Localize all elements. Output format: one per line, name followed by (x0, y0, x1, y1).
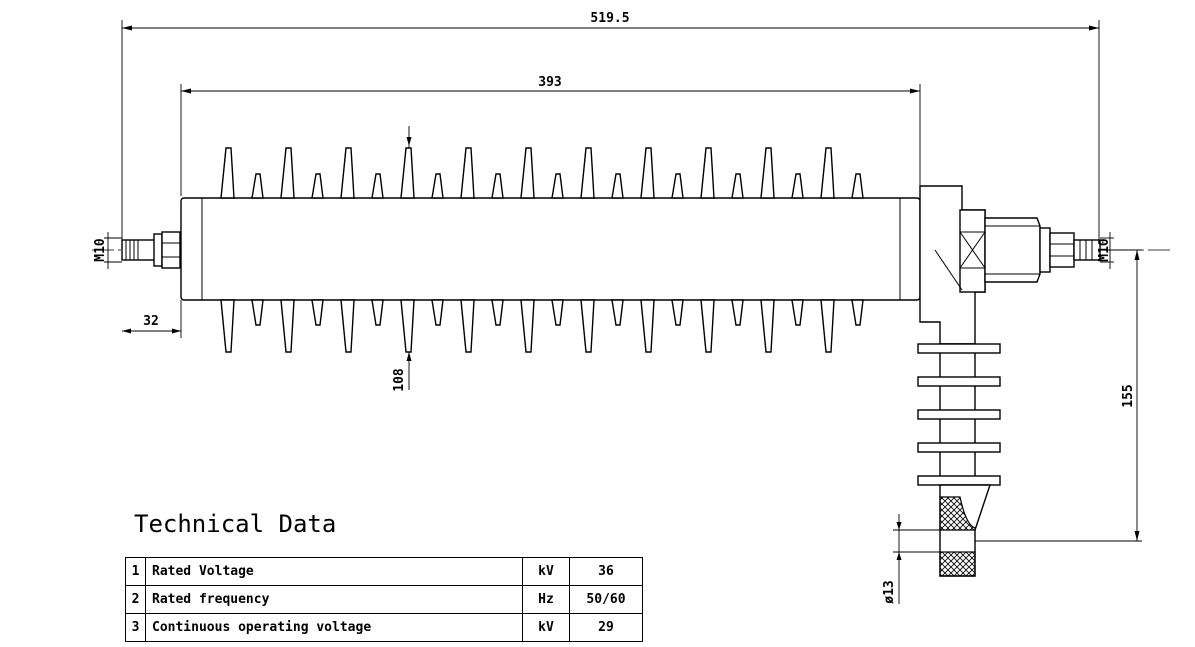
parameter-name: Continuous operating voltage (145, 613, 523, 642)
right-thread-dimension: M10 (1097, 232, 1114, 269)
overall-length-label: 519.5 (590, 11, 629, 26)
parameter-unit: kV (522, 613, 570, 642)
table-row: 3 Continuous operating voltage kV 29 (125, 613, 643, 642)
bracket-arm (917, 343, 1001, 577)
parameter-name: Rated frequency (145, 585, 523, 614)
hole-diameter-label: ø13 (882, 580, 897, 603)
technical-data-title: Technical Data (134, 510, 337, 538)
row-number: 2 (125, 585, 146, 614)
insulator-length-dimension: 393 (180, 75, 921, 196)
overall-length-dimension: 519.5 (121, 11, 1100, 250)
parameter-unit: Hz (522, 585, 570, 614)
technical-data-table: 1 Rated Voltage kV 36 2 Rated frequency … (125, 557, 643, 642)
large-sheds (220, 147, 835, 353)
parameter-value: 50/60 (569, 585, 643, 614)
row-number: 1 (125, 557, 146, 586)
parameter-value: 29 (569, 613, 643, 642)
left-thread-label: M10 (93, 238, 108, 262)
row-number: 3 (125, 613, 146, 642)
end-fitting-label: 32 (143, 314, 159, 329)
right-end-fitting (919, 185, 1041, 345)
right-terminal-stud (1039, 227, 1101, 273)
parameter-unit: kV (522, 557, 570, 586)
left-thread-dimension: M10 (93, 232, 122, 269)
parameter-name: Rated Voltage (145, 557, 523, 586)
table-row: 2 Rated frequency Hz 50/60 (125, 585, 643, 614)
right-thread-label: M10 (1097, 238, 1112, 262)
end-fitting-dimension: 32 (122, 300, 182, 338)
small-sheds (251, 173, 864, 326)
left-terminal-stud (121, 231, 181, 269)
table-row: 1 Rated Voltage kV 36 (125, 557, 643, 586)
hole-diameter-dimension: ø13 (882, 514, 940, 604)
bracket-drop-label: 155 (1121, 384, 1136, 407)
shed-diameter-label: 108 (392, 368, 407, 392)
insulator-core (180, 197, 921, 301)
bracket-drop-dimension: 155 (960, 249, 1142, 542)
insulator-length-label: 393 (538, 75, 561, 90)
parameter-value: 36 (569, 557, 643, 586)
